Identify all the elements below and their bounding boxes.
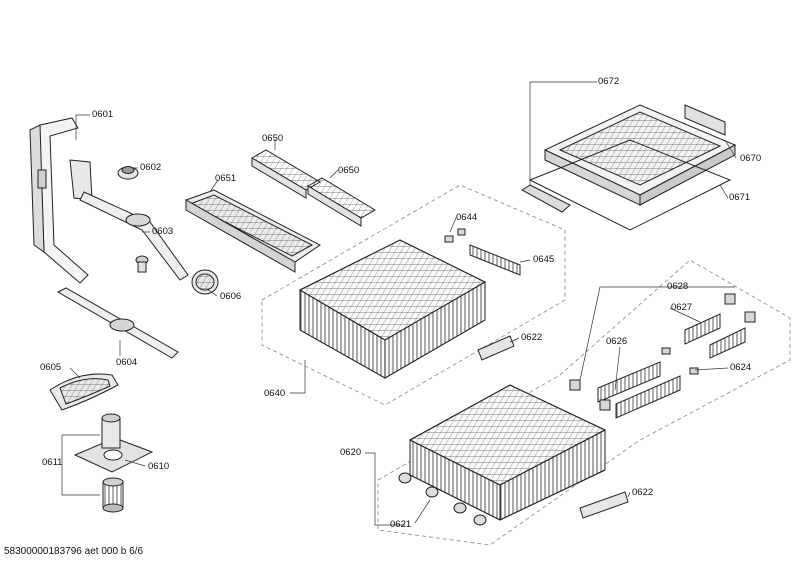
label-0672: 0672 xyxy=(598,76,620,87)
part-0603-upper-spray-arm xyxy=(79,191,189,281)
label-0605: 0605 xyxy=(40,362,62,373)
label-0644: 0644 xyxy=(456,212,478,223)
label-0602: 0602 xyxy=(140,162,162,173)
part-0626-tine-row xyxy=(597,361,681,419)
label-0670: 0670 xyxy=(740,153,762,164)
label-0651: 0651 xyxy=(215,173,237,184)
part-0644-clip xyxy=(444,228,466,243)
part-0602-nut xyxy=(117,166,139,180)
part-0645-tine-row xyxy=(469,244,521,276)
part-0627-tine-row xyxy=(684,313,746,359)
label-0671: 0671 xyxy=(729,192,751,203)
part-0670-tray-rail xyxy=(684,104,726,136)
label-0626: 0626 xyxy=(606,336,628,347)
label-0622-upper: 0622 xyxy=(521,332,543,343)
part-0650-tine-rack-b xyxy=(307,177,376,227)
label-0606: 0606 xyxy=(220,291,242,302)
part-0628-clips xyxy=(569,293,756,411)
part-0604-lower-spray-arm xyxy=(56,287,179,359)
part-0622-handle-upper xyxy=(477,335,515,361)
part-0621-wheels xyxy=(398,472,487,526)
label-0640: 0640 xyxy=(264,388,286,399)
label-0650-a: 0650 xyxy=(262,133,284,144)
label-0610: 0610 xyxy=(148,461,170,472)
label-0621: 0621 xyxy=(390,519,412,530)
part-0624-clips xyxy=(661,347,699,375)
lower-basket-outline xyxy=(377,259,791,546)
part-0605-fine-filter xyxy=(49,373,119,411)
label-0604: 0604 xyxy=(116,357,138,368)
label-0622-lower: 0622 xyxy=(632,487,654,498)
label-0620: 0620 xyxy=(340,447,362,458)
part-0650-tine-rack-a xyxy=(251,149,321,199)
part-0651-cutlery-rack xyxy=(184,189,321,273)
label-0628: 0628 xyxy=(667,281,689,292)
label-0603: 0603 xyxy=(152,226,174,237)
part-0622-handle-lower xyxy=(579,491,629,519)
part-0671-tray-frame xyxy=(521,139,732,231)
part-0640-upper-basket xyxy=(298,239,487,379)
part-0606-micro-filter xyxy=(191,269,219,295)
label-0650-b: 0650 xyxy=(338,165,360,176)
part-0620-lower-basket xyxy=(408,384,607,521)
part-0611-filter-cylinder xyxy=(102,477,124,513)
label-0627: 0627 xyxy=(671,302,693,313)
leader-lines xyxy=(61,81,737,526)
part-0672-cutlery-tray xyxy=(543,104,737,206)
part-0610-filter-plate xyxy=(73,413,154,473)
label-0645: 0645 xyxy=(533,254,555,265)
label-0601: 0601 xyxy=(92,109,114,120)
label-0624: 0624 xyxy=(730,362,752,373)
upper-basket-outline xyxy=(261,184,566,406)
part-0601-supply-pipe xyxy=(29,117,93,284)
document-id-footer: 58300000183796 aet 000 b 6/6 xyxy=(4,546,144,557)
label-0611: 0611 xyxy=(42,457,63,468)
